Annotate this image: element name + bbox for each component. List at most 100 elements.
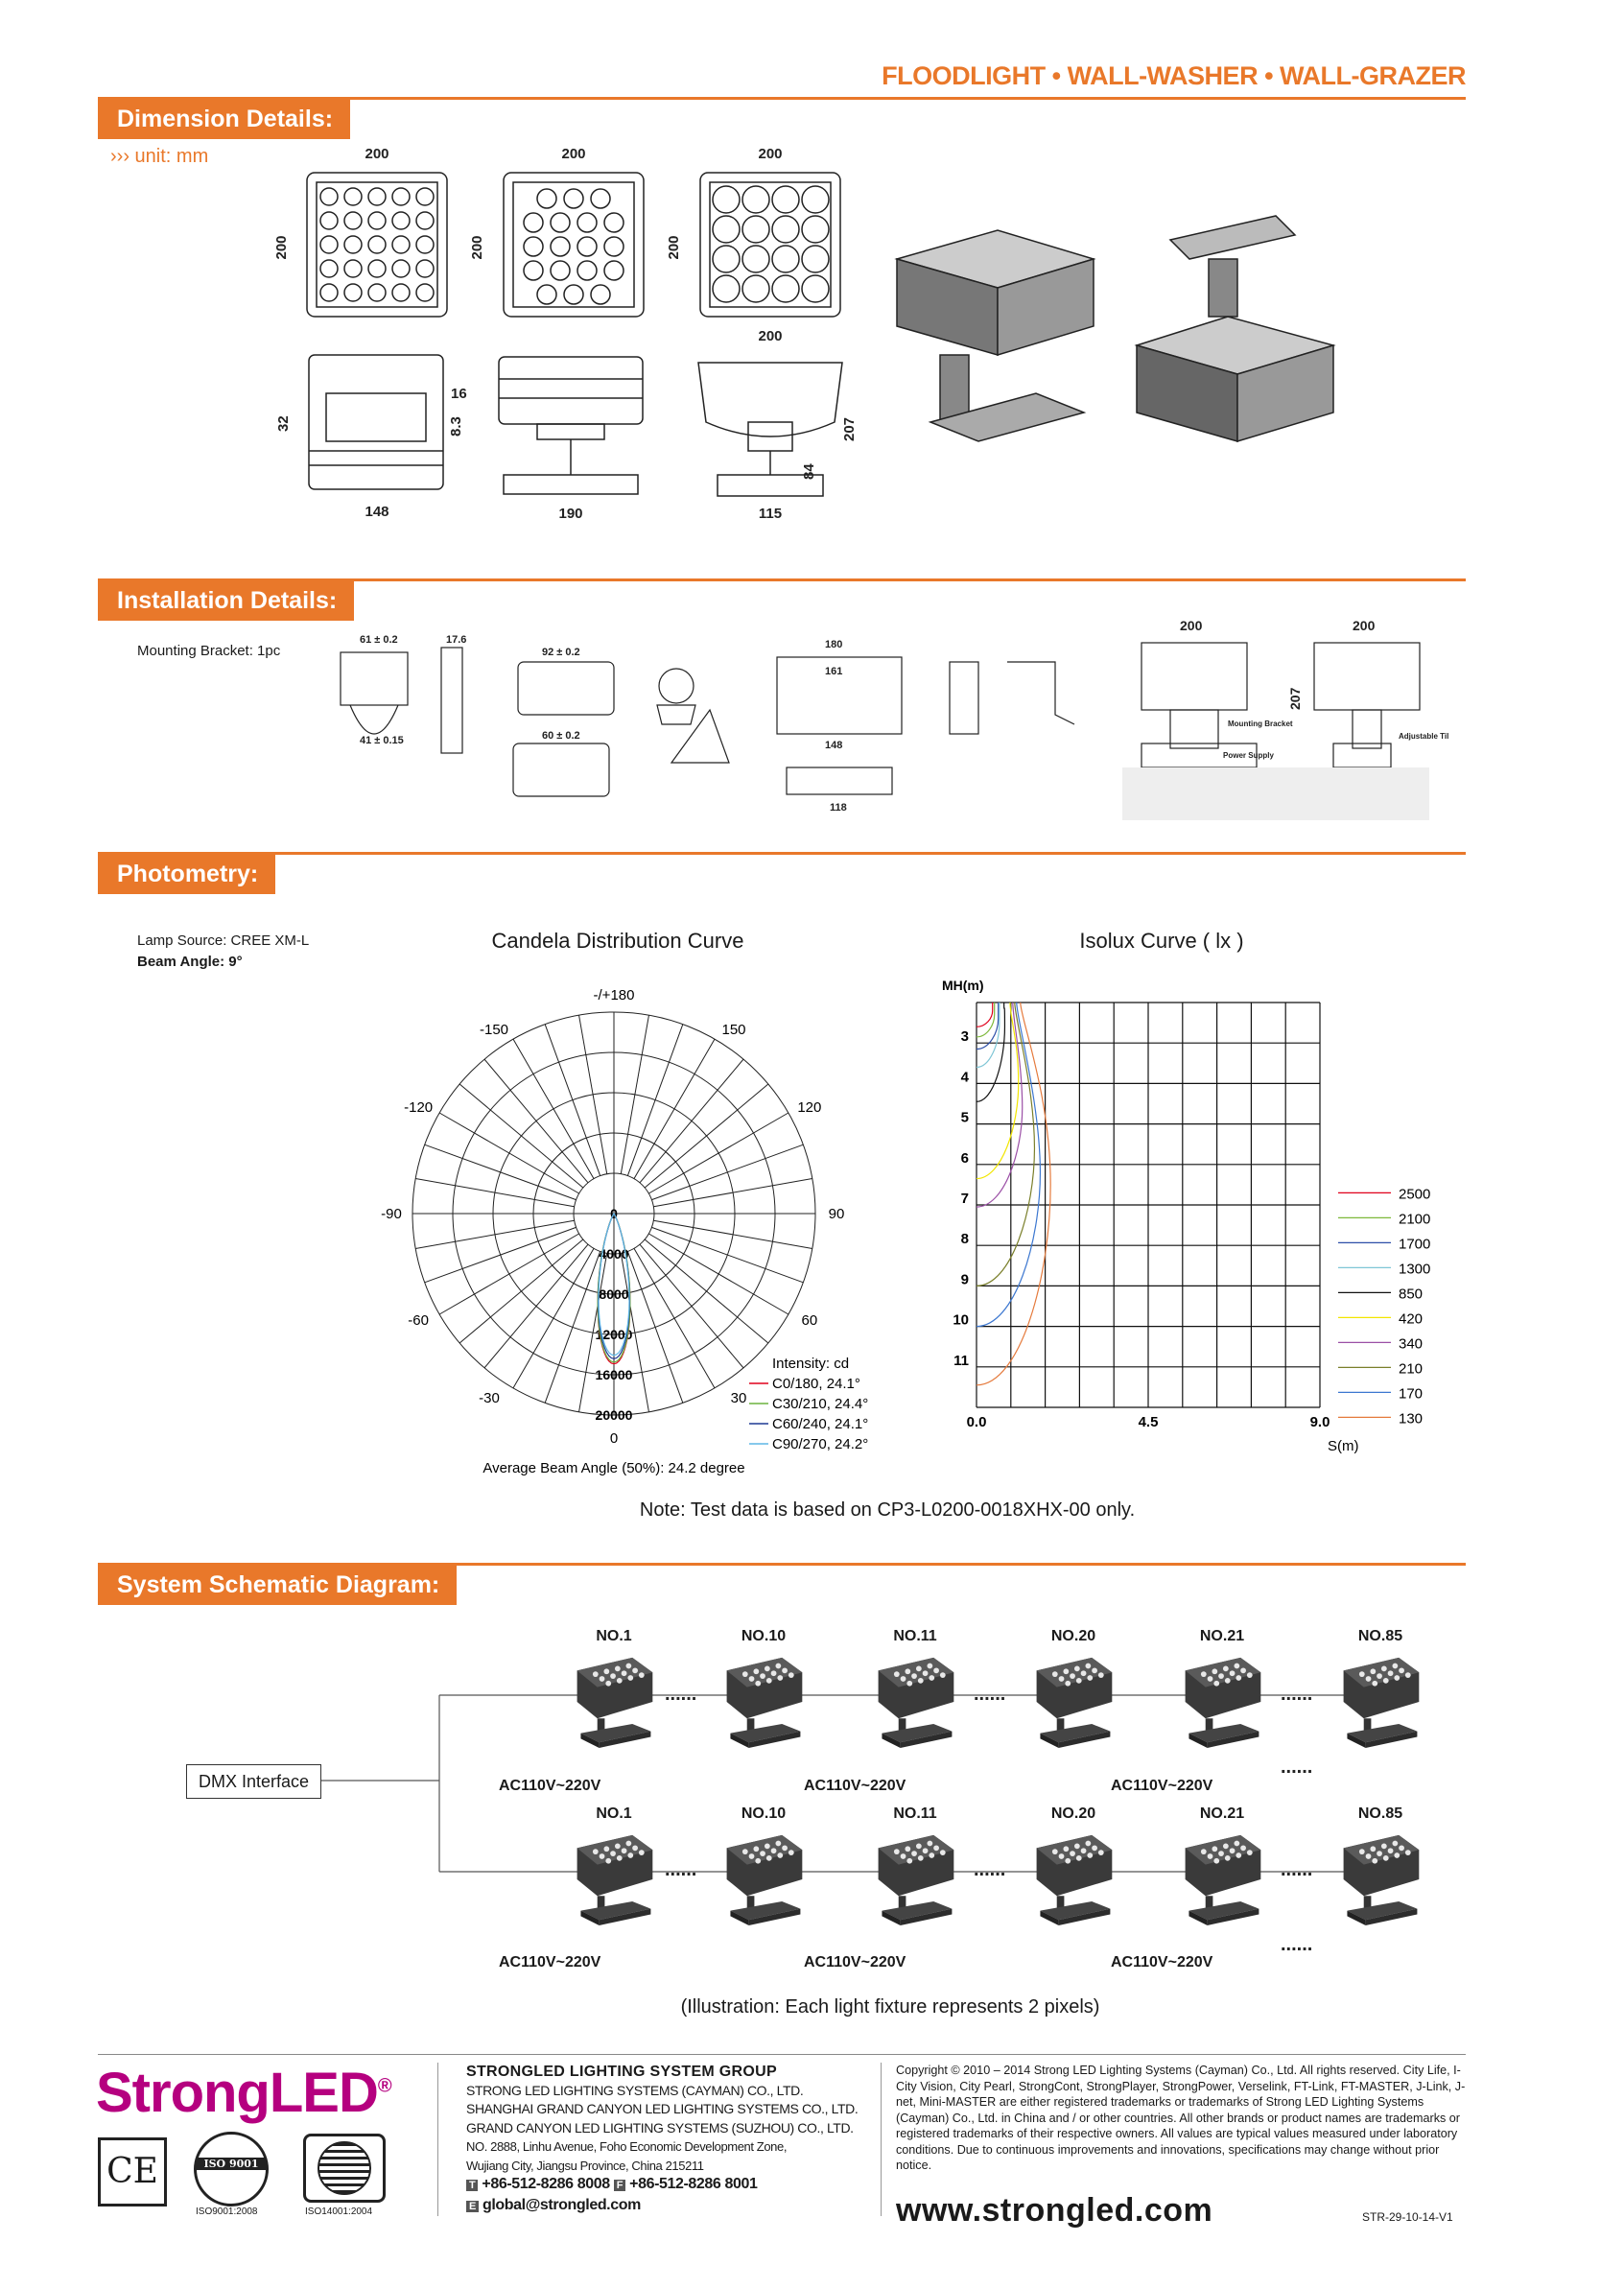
legend-label: 850	[1399, 1286, 1423, 1302]
install-height: 207	[1287, 687, 1303, 710]
light-fixture-icon	[1185, 1657, 1261, 1748]
isolux-series-130	[976, 1002, 1051, 1386]
legend-label: 170	[1399, 1385, 1423, 1402]
x-tick-label: 0.0	[967, 1414, 987, 1430]
ellipsis-dots: .................. .................. ..…	[665, 1684, 1312, 1955]
polar-spoke	[633, 1038, 716, 1179]
power-supply-label: AC110V~220V	[499, 1954, 601, 1970]
dim-height-1: 200	[273, 235, 290, 259]
callout-tilt-bracket: Adjustable Tilt Bracket	[1399, 732, 1448, 741]
power-supply-label: AC110V~220V	[804, 1954, 906, 1970]
led-icon	[367, 211, 387, 230]
power-supply-label: AC110V~220V	[1111, 1954, 1213, 1970]
side-view-2	[498, 356, 644, 495]
email-link[interactable]: global@strongled.com	[482, 2196, 641, 2213]
led-icon	[712, 215, 741, 244]
polar-spoke	[620, 1253, 649, 1412]
polar-angle-label: -60	[408, 1312, 429, 1329]
group-name: STRONGLED LIGHTING SYSTEM GROUP	[466, 2064, 777, 2080]
polar-spoke	[438, 1233, 579, 1315]
led-icon	[771, 185, 800, 214]
polar-spoke	[639, 1243, 744, 1369]
iso9001-badge-icon: ISO 9001	[194, 2132, 269, 2206]
y-axis-label: MH(m)	[942, 978, 984, 993]
polar-angle-label: 90	[829, 1206, 845, 1222]
polar-spoke	[653, 1219, 812, 1249]
footer-divider	[98, 2054, 1466, 2055]
polar-angle-label: 0	[610, 1430, 618, 1447]
side-view-3	[697, 362, 843, 497]
power-supply-label: AC110V~220V	[804, 1778, 906, 1794]
polar-radial-label: 8000	[599, 1286, 628, 1302]
strongled-logo: StrongLED®	[96, 2062, 392, 2124]
email-icon: E	[466, 2200, 479, 2212]
fixture-number-label: NO.10	[741, 1805, 787, 1822]
address-line: NO. 2888, Linhu Avenue, Foho Economic De…	[466, 2139, 788, 2154]
led-icon	[415, 283, 435, 302]
polar-spoke	[483, 1243, 589, 1369]
led-icon	[523, 260, 544, 281]
led-icon	[343, 283, 363, 302]
company-name: GRAND CANYON LED LIGHTING SYSTEMS (SUZHO…	[466, 2119, 854, 2136]
test-data-note: Note: Test data is based on CP3-L0200-00…	[639, 1499, 1136, 1521]
company-info: STRONGLED LIGHTING SYSTEM GROUP STRONG L…	[466, 2063, 869, 2216]
dimension-details-heading: Dimension Details:	[98, 99, 351, 139]
light-fixture-icon	[726, 1834, 803, 1925]
website-link[interactable]: www.strongled.com	[896, 2192, 1213, 2229]
polar-spoke	[651, 1144, 804, 1201]
legend-label: 1700	[1399, 1236, 1430, 1252]
legend-label: 2100	[1399, 1211, 1430, 1227]
legend-label: 130	[1399, 1410, 1423, 1427]
cert-iso14001-label: ISO14001:2004	[305, 2206, 373, 2217]
svg-text:......: ......	[1281, 1934, 1312, 1955]
led-icon	[712, 185, 741, 214]
led-icon	[523, 212, 544, 233]
fax-number: +86-512-8286 8001	[629, 2176, 758, 2192]
y-tick-label: 4	[961, 1069, 970, 1085]
company-name: SHANGHAI GRAND CANYON LED LIGHTING SYSTE…	[466, 2101, 859, 2116]
dim-height-3: 200	[666, 235, 682, 259]
isolux-series-2500	[976, 1003, 994, 1027]
polar-radial-label: 16000	[596, 1367, 633, 1382]
power-supply-label: AC110V~220V	[1111, 1778, 1213, 1794]
led-icon	[771, 274, 800, 303]
polar-spoke	[648, 1112, 789, 1194]
schematic-caption: (Illustration: Each light fixture repres…	[680, 1996, 1100, 2018]
light-fixture-icon	[1343, 1657, 1420, 1748]
svg-text:......: ......	[1281, 1757, 1312, 1778]
bracket-dim: 92 ± 0.2	[542, 647, 580, 658]
led-icon	[319, 283, 339, 302]
svg-text:......: ......	[665, 1684, 696, 1705]
light-fixture-icon	[1036, 1834, 1113, 1925]
dim-side1-h3: 8.3	[448, 416, 464, 437]
footer-divider-2	[881, 2063, 882, 2216]
fixture-number-label: NO.21	[1199, 1805, 1245, 1822]
schematic-heading: System Schematic Diagram:	[98, 1565, 458, 1605]
polar-spoke	[544, 1251, 601, 1404]
phone-icon: T	[466, 2180, 479, 2191]
light-fixture-icon	[1343, 1834, 1420, 1925]
dmx-interface-box: DMX Interface	[186, 1764, 321, 1799]
polar-spoke	[653, 1178, 812, 1208]
product-render-1	[894, 229, 1096, 442]
beam-angle: Beam Angle: 9°	[137, 954, 243, 970]
led-icon	[801, 274, 830, 303]
light-fixture-icon	[878, 1834, 954, 1925]
fixture-number-label: NO.20	[1050, 1628, 1096, 1644]
led-icon	[391, 235, 411, 254]
led-icon	[343, 211, 363, 230]
polar-spoke	[459, 1239, 584, 1344]
polar-angle-label: -90	[381, 1206, 402, 1222]
led-icon	[577, 260, 598, 281]
callout-mounting-bracket: Mounting Bracket	[1228, 720, 1293, 728]
led-icon	[603, 260, 624, 281]
dim-side1-h2: 16	[451, 386, 467, 402]
dim-side3-top: 200	[758, 328, 782, 344]
led-icon	[550, 212, 571, 233]
svg-text:......: ......	[1281, 1684, 1312, 1705]
dim-side1-h1: 32	[275, 415, 292, 432]
light-fixture-icon	[1185, 1834, 1261, 1925]
led-icon	[741, 274, 770, 303]
polar-series-3	[598, 1213, 630, 1357]
